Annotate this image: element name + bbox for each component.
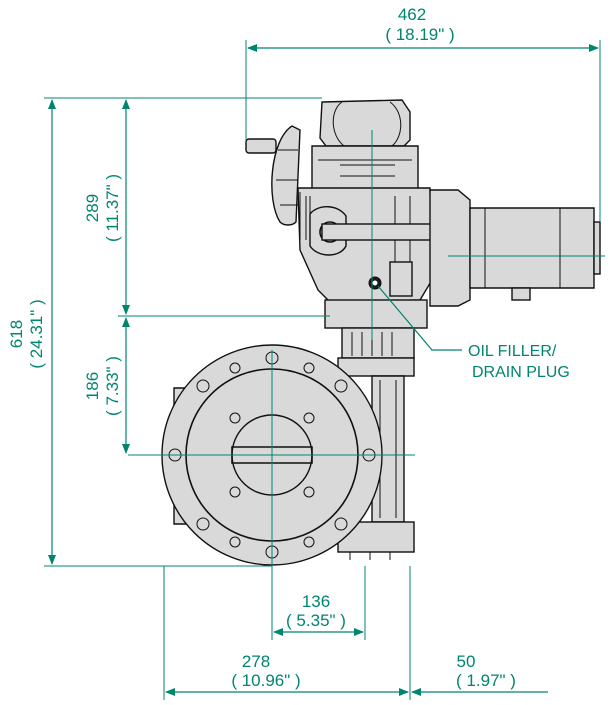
center-offset-mm: 136	[302, 592, 330, 611]
upper-height-in: ( 11.37" )	[103, 174, 122, 242]
dimension-lower-height: 186 ( 7.33" )	[83, 317, 130, 454]
right-offset-mm: 50	[457, 652, 476, 671]
oil-plug-callout: OIL FILLER/ DRAIN PLUG	[377, 285, 570, 381]
overall-width-in: ( 18.19" )	[385, 25, 454, 44]
center-offset-in: ( 5.35" )	[286, 611, 346, 630]
actuator-body	[245, 99, 601, 359]
dimension-base-width: 278 ( 10.96" )	[165, 652, 409, 696]
upper-height-mm: 289	[83, 194, 102, 222]
dimension-overall-height: 618 ( 24.31" )	[7, 99, 56, 565]
lower-height-mm: 186	[83, 372, 102, 400]
right-offset-in: ( 1.97" )	[456, 671, 516, 690]
dimension-upper-height: 289 ( 11.37" )	[83, 99, 130, 315]
overall-height-in: ( 24.31" )	[27, 299, 46, 368]
lower-height-in: ( 7.33" )	[103, 356, 122, 416]
extension-lines	[44, 40, 605, 700]
callout-line-2: DRAIN PLUG	[472, 364, 570, 381]
callout-line-1: OIL FILLER/	[468, 343, 557, 360]
dimension-overall-width: 462 ( 18.19" )	[247, 5, 599, 52]
dimension-right-offset: 50 ( 1.97" )	[411, 652, 548, 696]
base-width-in: ( 10.96" )	[231, 671, 300, 690]
dimension-center-offset: 136 ( 5.35" )	[273, 592, 364, 636]
overall-height-mm: 618	[7, 320, 26, 348]
overall-width-mm: 462	[398, 5, 426, 24]
base-width-mm: 278	[242, 652, 270, 671]
